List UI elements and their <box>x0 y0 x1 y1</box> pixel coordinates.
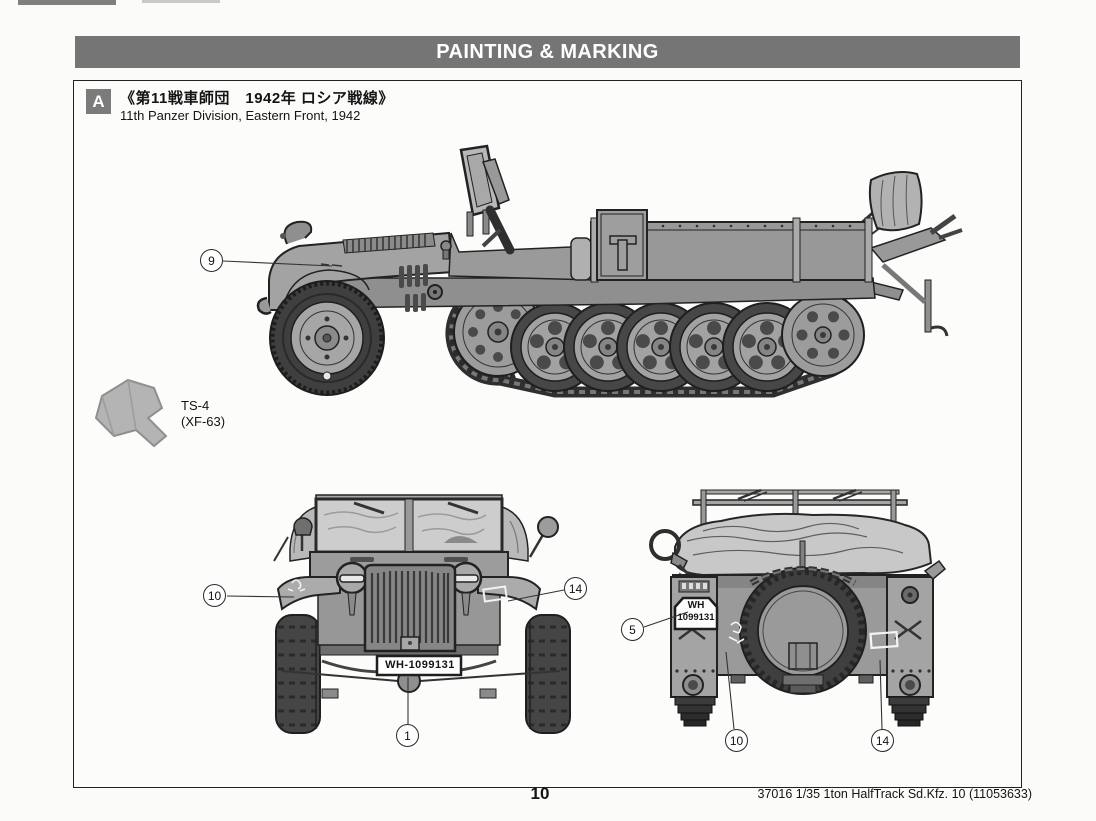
halftrack-rear-view-illustration <box>649 488 947 727</box>
paint-color-swatch <box>94 378 168 448</box>
page-number: 10 <box>530 784 550 803</box>
scheme-a-badge: A <box>86 89 111 114</box>
rear-plate-line1: WH <box>687 600 705 611</box>
callout-1: 1 <box>396 724 419 747</box>
callout-10-rear: 10 <box>725 729 748 752</box>
paint-spray-code: TS-4 <box>181 398 210 413</box>
scheme-title-japanese: 《第11戦車師団 1942年 ロシア戦線》 <box>120 90 394 107</box>
rear-license-plate: WH 1099131 <box>675 599 717 623</box>
scan-artifact <box>142 0 220 3</box>
callout-9: 9 <box>200 249 223 272</box>
halftrack-front-view-illustration <box>273 494 571 734</box>
front-license-plate: WH-1099131 <box>385 659 455 671</box>
section-header-bar: PAINTING & MARKING <box>75 36 1020 68</box>
scan-artifact <box>18 0 116 5</box>
paint-acrylic-code: (XF-63) <box>181 414 226 429</box>
rear-plate-line2: 1099131 <box>677 612 715 623</box>
callout-5: 5 <box>621 618 644 641</box>
product-info: 37016 1/35 1ton HalfTrack Sd.Kfz. 10 (11… <box>757 787 1032 801</box>
halftrack-side-view-illustration <box>256 144 963 398</box>
scheme-title-english: 11th Panzer Division, Eastern Front, 194… <box>120 108 361 123</box>
callout-10-front: 10 <box>203 584 226 607</box>
callout-14-front: 14 <box>564 577 587 600</box>
page-title: PAINTING & MARKING <box>436 40 659 63</box>
callout-14-rear: 14 <box>871 729 894 752</box>
